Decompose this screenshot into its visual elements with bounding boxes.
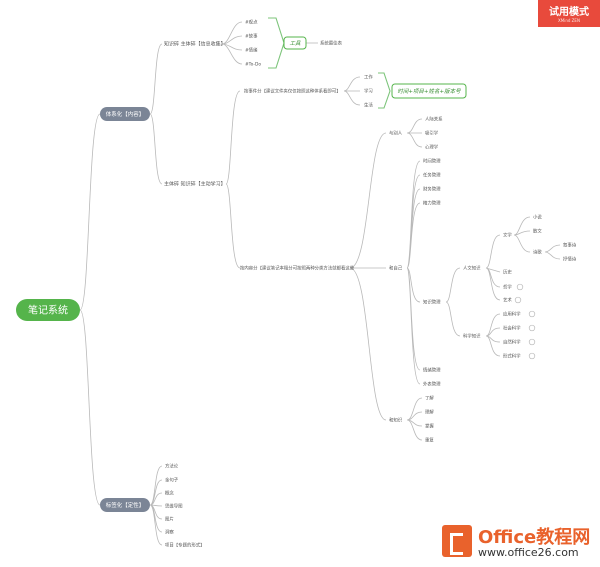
node-lit-1[interactable]: 散文 bbox=[533, 228, 542, 235]
node-self-0[interactable]: 时间管理 bbox=[423, 158, 441, 165]
node-record-item-0[interactable]: 工作 bbox=[364, 74, 373, 81]
connector-root-label bbox=[79, 309, 101, 506]
node-lit-2[interactable]: 诗歌 bbox=[533, 249, 542, 256]
node-sci-0[interactable]: 应用科学 bbox=[503, 311, 521, 318]
connector-poetry bbox=[544, 244, 561, 260]
node-self-1[interactable]: 任务管理 bbox=[423, 172, 441, 179]
connector-people bbox=[406, 118, 423, 148]
root-node[interactable]: 笔记系统 bbox=[28, 304, 68, 317]
connector-literature bbox=[513, 216, 531, 253]
connector-record-items bbox=[343, 76, 361, 106]
trial-mode-title: 试用模式 bbox=[549, 7, 589, 18]
node-self-6[interactable]: 外表管理 bbox=[423, 381, 441, 388]
node-knowledge-base[interactable]: 知识碎 主体碎【信息收集】 bbox=[164, 41, 226, 48]
node-label-2[interactable]: 概念 bbox=[165, 490, 174, 497]
node-record-item-1[interactable]: 学习 bbox=[364, 88, 373, 95]
node-self-5[interactable]: 情绪管理 bbox=[423, 367, 441, 374]
node-know-3[interactable]: 重复 bbox=[425, 437, 434, 444]
connector-self bbox=[406, 160, 421, 385]
node-self-group[interactable]: 和自己 bbox=[389, 265, 403, 272]
connector-root-system bbox=[79, 113, 101, 311]
connector-tags bbox=[221, 21, 243, 65]
watermark-title: Office教程网 bbox=[478, 527, 591, 548]
node-science[interactable]: 科学知识 bbox=[463, 333, 481, 340]
tool-tag-box[interactable] bbox=[283, 36, 307, 50]
node-literature[interactable]: 文学 bbox=[503, 232, 512, 239]
node-people-2[interactable]: 心理学 bbox=[425, 144, 439, 151]
branch-system[interactable]: 体系化【内容】 bbox=[106, 110, 145, 118]
node-label-5[interactable]: 洞察 bbox=[165, 529, 174, 536]
node-record[interactable]: 按事件分【建议文件夹仅仅按照这种体系看即可】 bbox=[244, 88, 341, 95]
node-self-3[interactable]: 精力管理 bbox=[423, 200, 441, 207]
trial-mode-badge[interactable]: 试用模式 XMind ZEN bbox=[538, 0, 600, 27]
node-hum-0[interactable]: 历史 bbox=[503, 269, 512, 276]
collapse-circle-art[interactable] bbox=[514, 296, 522, 304]
collapse-circle-formal[interactable] bbox=[528, 352, 536, 360]
node-self-4[interactable]: 知识管理 bbox=[423, 299, 441, 306]
branch-label-box[interactable] bbox=[100, 498, 150, 512]
collapse-circle-philosophy[interactable] bbox=[516, 283, 524, 291]
node-hum-1[interactable]: 哲学 bbox=[503, 284, 512, 291]
watermark-url: www.office26.com bbox=[478, 546, 579, 559]
node-sci-1[interactable]: 社会科学 bbox=[503, 325, 521, 332]
node-people-group[interactable]: 与别人 bbox=[389, 130, 403, 137]
collapse-circle-natural[interactable] bbox=[528, 338, 536, 346]
branch-system-box[interactable] bbox=[100, 107, 150, 121]
connector-system-children bbox=[149, 43, 163, 185]
tool-tag[interactable]: 工具 bbox=[289, 40, 301, 47]
connector-km bbox=[445, 267, 461, 337]
node-tool-target[interactable]: 系统最佳表 bbox=[320, 40, 343, 47]
node-know-2[interactable]: 掌握 bbox=[425, 423, 434, 430]
node-label-6[interactable]: 项目【专题的形式】 bbox=[165, 542, 205, 549]
connector-topic-children bbox=[225, 90, 241, 269]
office-logo-icon bbox=[442, 525, 472, 557]
node-hum-2[interactable]: 艺术 bbox=[503, 297, 512, 304]
node-content[interactable]: 按内容分【建议笔记本粗分可按照两种分类方法就都看这些 bbox=[240, 265, 355, 272]
node-self-2[interactable]: 财务管理 bbox=[423, 186, 441, 193]
node-label-1[interactable]: 金句子 bbox=[165, 477, 179, 484]
node-know-0[interactable]: 了解 bbox=[425, 395, 434, 402]
node-topic-base[interactable]: 主体碎 知识碎【主动学习】 bbox=[164, 181, 226, 188]
node-record-item-2[interactable]: 生活 bbox=[364, 102, 373, 109]
node-people-1[interactable]: 吸引学 bbox=[425, 130, 439, 137]
record-tag-box[interactable] bbox=[391, 83, 467, 99]
branch-label[interactable]: 标签化【定性】 bbox=[106, 501, 145, 509]
node-people-0[interactable]: 人际关系 bbox=[425, 116, 443, 123]
connector-label-items bbox=[149, 465, 163, 546]
node-label-4[interactable]: 图片 bbox=[165, 516, 174, 523]
trial-mode-sub: XMind ZEN bbox=[558, 18, 580, 23]
node-lit-0[interactable]: 小说 bbox=[533, 214, 542, 221]
node-tag-1[interactable]: #故事 bbox=[245, 33, 258, 40]
node-knowledge-group[interactable]: 和知识 bbox=[389, 417, 403, 424]
node-know-1[interactable]: 理解 bbox=[425, 409, 434, 416]
node-tag-2[interactable]: #情绪 bbox=[245, 47, 258, 54]
node-poetry-0[interactable]: 叙事诗 bbox=[563, 242, 577, 249]
connector-knowledge bbox=[406, 397, 423, 441]
node-tag-0[interactable]: #观点 bbox=[245, 20, 258, 26]
record-bracket bbox=[378, 72, 391, 109]
collapse-circle-social[interactable] bbox=[528, 324, 536, 332]
node-poetry-1[interactable]: 抒情诗 bbox=[563, 256, 577, 263]
tags-bracket bbox=[268, 17, 285, 69]
watermark: Office教程网 www.office26.com bbox=[442, 519, 600, 563]
node-label-3[interactable]: 思维导图 bbox=[165, 503, 183, 510]
node-label-0[interactable]: 方法论 bbox=[165, 463, 179, 470]
node-sci-2[interactable]: 自然科学 bbox=[503, 339, 521, 346]
node-humanities[interactable]: 人文知识 bbox=[463, 265, 481, 272]
node-sci-3[interactable]: 形式科学 bbox=[503, 353, 521, 360]
connector-content-groups bbox=[349, 132, 387, 421]
record-tag[interactable]: 时间+项目+姓名+版本号 bbox=[397, 88, 461, 95]
connector-science bbox=[485, 313, 501, 357]
collapse-circle-applied[interactable] bbox=[528, 310, 536, 318]
node-tag-3[interactable]: #To-Do bbox=[245, 62, 261, 68]
root-node-box[interactable] bbox=[16, 299, 80, 321]
connector-humanities bbox=[485, 234, 501, 301]
